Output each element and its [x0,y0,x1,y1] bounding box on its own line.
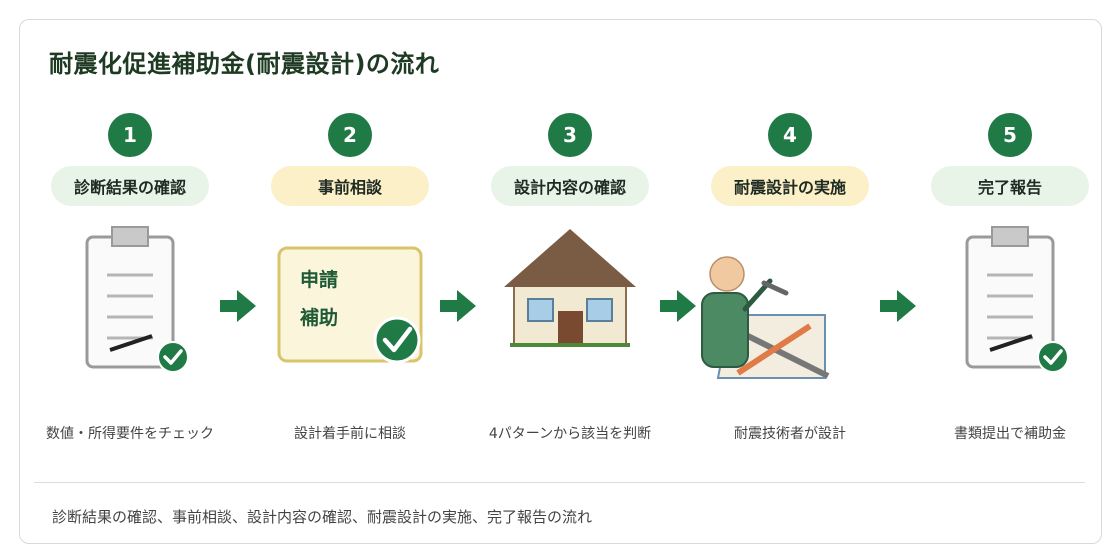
house-icon [504,229,636,347]
step-1: 1 診断結果の確認 数値・所得要件をチェック [30,113,230,453]
step-label: 設計内容の確認 [491,166,649,206]
arrow-right-icon [880,290,916,322]
step-number: 1 [108,113,152,157]
step-number: 3 [548,113,592,157]
arrow-right-icon [220,290,256,322]
arrow-right-icon [440,290,476,322]
divider [34,482,1085,483]
application-form-icon: 申請 補助 [277,246,423,364]
step-3: 3 設計内容の確認 4パターンから該当を判断 [470,113,670,453]
step-number: 5 [988,113,1032,157]
step-label: 診断結果の確認 [51,166,209,206]
arrow-right-icon [660,290,696,322]
step-4: 4 耐震設計の実施 耐震技術者が設計 [690,113,890,453]
step-label: 事前相談 [271,166,429,206]
summary-text: 診断結果の確認、事前相談、設計内容の確認、耐震設計の実施、完了報告の流れ [52,508,593,526]
step-caption: 4パターンから該当を判断 [488,426,652,442]
clipboard-check-icon [85,226,189,373]
step-number: 4 [768,113,812,157]
step-2: 2 事前相談 申請 補助 設計着手前に相談 [250,113,450,453]
form-line-1: 申請 [300,268,338,291]
step-5: 5 完了報告 書類提出で補助金 [910,113,1110,453]
step-number: 2 [328,113,372,157]
step-label: 耐震設計の実施 [711,166,869,206]
step-caption: 設計着手前に相談 [294,426,406,442]
form-line-2: 補助 [299,306,338,329]
step-caption: 耐震技術者が設計 [734,426,846,442]
step-caption: 書類提出で補助金 [954,426,1066,442]
engineer-drafting-icon [701,256,830,379]
clipboard-check-icon [965,226,1069,373]
step-caption: 数値・所得要件をチェック [46,426,214,442]
page-title: 耐震化促進補助金(耐震設計)の流れ [49,50,440,78]
step-label: 完了報告 [931,166,1089,206]
